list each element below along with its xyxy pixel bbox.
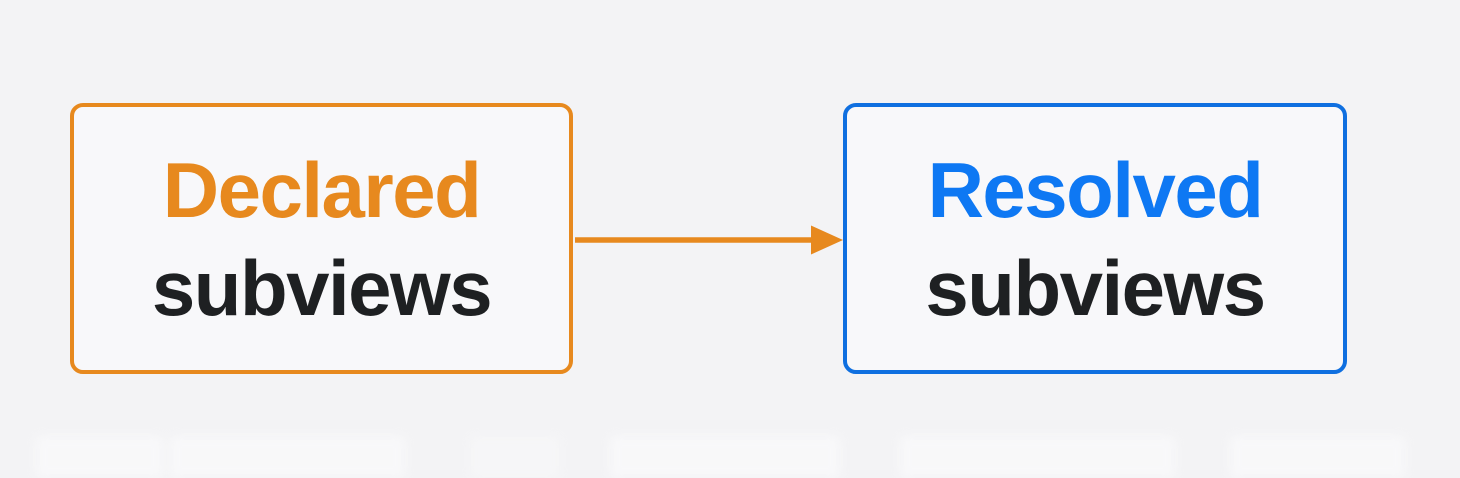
node-declared-subtitle: subviews [151,243,493,332]
ghost-bottom-blocks [0,432,1460,478]
node-resolved-title: Resolved [927,145,1264,234]
node-declared-subviews: Declared subviews [70,103,573,374]
node-declared-title: Declared [162,145,482,234]
arrow-right-icon [575,225,843,255]
node-resolved-subtitle: subviews [925,243,1266,332]
node-resolved-subviews: Resolved subviews [843,103,1347,374]
